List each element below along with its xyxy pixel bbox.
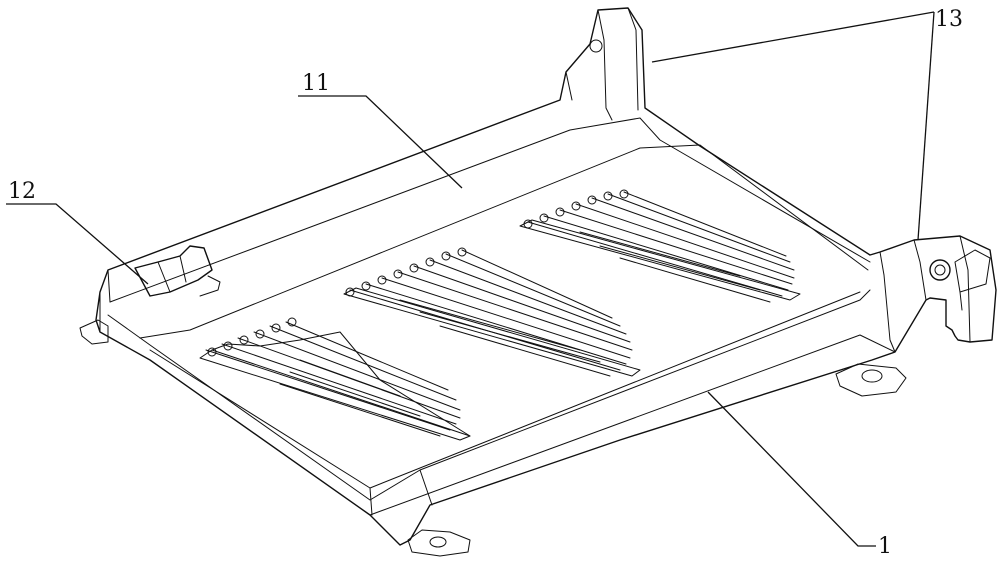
reference-labels: 11 12 13 1	[8, 7, 963, 559]
rear-post	[566, 8, 638, 120]
leader-13-lower	[918, 12, 934, 240]
tray-body	[96, 8, 996, 545]
label-13: 13	[935, 7, 963, 32]
leader-lines	[6, 12, 934, 546]
label-11: 11	[302, 71, 330, 96]
slot-group-right	[520, 190, 800, 302]
leader-11	[298, 96, 462, 188]
slot-group-left	[200, 318, 470, 440]
label-1: 1	[878, 534, 892, 559]
left-snap-clip	[135, 246, 220, 296]
leader-12	[6, 204, 148, 284]
right-snap-clip	[930, 250, 990, 310]
leader-1	[708, 392, 876, 546]
label-12: 12	[8, 179, 36, 204]
leader-13-upper	[652, 12, 934, 62]
slot-group-middle	[344, 248, 640, 376]
